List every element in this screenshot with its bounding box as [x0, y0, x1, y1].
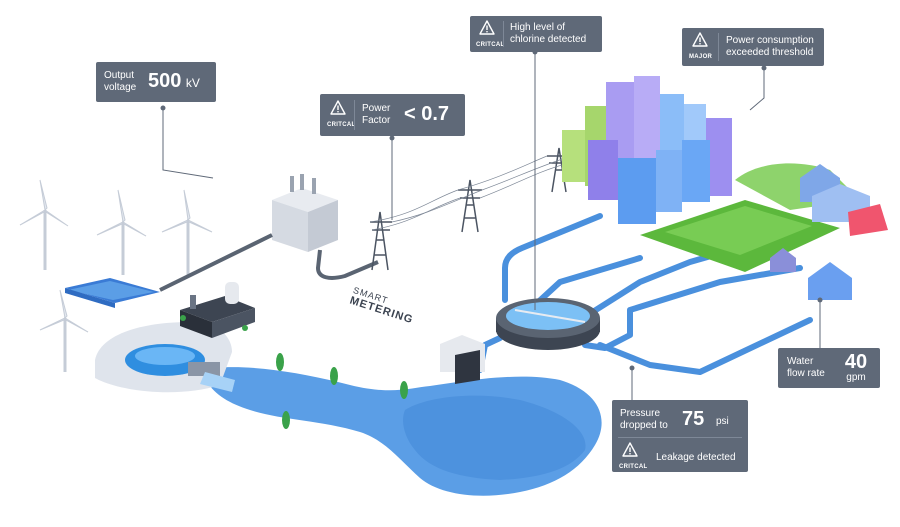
water-flow-callout: Water flow rate 40 gpm [778, 348, 880, 388]
chlorine-alert: CRITCAL [476, 20, 505, 48]
output-voltage-label-line1: Output [104, 70, 135, 81]
power-consumption-callout: MAJOR Power consumption exceeded thresho… [682, 28, 824, 66]
chlorine-badge: CRITCAL [476, 42, 505, 48]
output-voltage-value: 500 [148, 70, 182, 92]
chlorine-label-line2: chlorine detected [510, 34, 587, 45]
power-factor-value: < 0.7 [404, 103, 450, 125]
pressure-unit: psi [716, 416, 729, 427]
transmission-towers [370, 147, 571, 271]
houses [440, 164, 888, 384]
water-treatment-tank [496, 298, 600, 350]
power-factor-alert: CRITCAL [327, 100, 356, 128]
power-plant [180, 282, 255, 338]
leakage-alert-text: Leakage detected [656, 452, 736, 463]
pressure-alert: CRITCAL [619, 442, 648, 470]
water-flow-value: 40 [844, 351, 868, 373]
power-cable [159, 233, 273, 292]
power-consumption-label-line1: Power consumption [726, 35, 814, 46]
power-consumption-badge: MAJOR [689, 54, 713, 60]
chlorine-label-line1: High level of [510, 22, 566, 33]
output-voltage-callout: Output voltage 500 kV [96, 62, 216, 102]
pressure-value: 75 [682, 408, 705, 430]
chlorine-callout: CRITCAL High level of chlorine detected [470, 16, 602, 52]
power-consumption-alert: MAJOR [689, 32, 713, 60]
pressure-label-line1: Pressure [620, 408, 661, 419]
wind-turbines [43, 210, 190, 372]
power-factor-badge: CRITCAL [327, 122, 356, 128]
warning-triangle-icon [692, 32, 708, 47]
pressure-badge: CRITCAL [619, 464, 648, 470]
city-buildings [562, 76, 732, 224]
power-consumption-label-line2: exceeded threshold [726, 47, 814, 58]
water-flow-unit: gpm [846, 372, 866, 383]
warning-triangle-icon [330, 100, 346, 115]
callout-leader-lines [162, 52, 821, 400]
warning-triangle-icon [622, 442, 638, 457]
pressure-label-line2: dropped to [620, 420, 668, 431]
trees [276, 353, 408, 429]
transformer [272, 174, 338, 252]
power-factor-callout: CRITCAL Power Factor < 0.7 [320, 94, 465, 136]
output-voltage-label-line2: voltage [104, 82, 137, 93]
output-voltage-unit: kV [185, 76, 200, 90]
water-flow-label-line2: flow rate [787, 368, 825, 379]
power-factor-label-line1: Power [362, 103, 391, 114]
water-flow-label-line1: Water [787, 356, 814, 367]
dam [95, 322, 235, 393]
warning-triangle-icon [479, 20, 495, 35]
solar-panels [65, 278, 160, 308]
pressure-callout: Pressure dropped to 75 psi CRITCAL Leaka… [612, 400, 748, 472]
power-factor-label-line2: Factor [362, 115, 391, 126]
